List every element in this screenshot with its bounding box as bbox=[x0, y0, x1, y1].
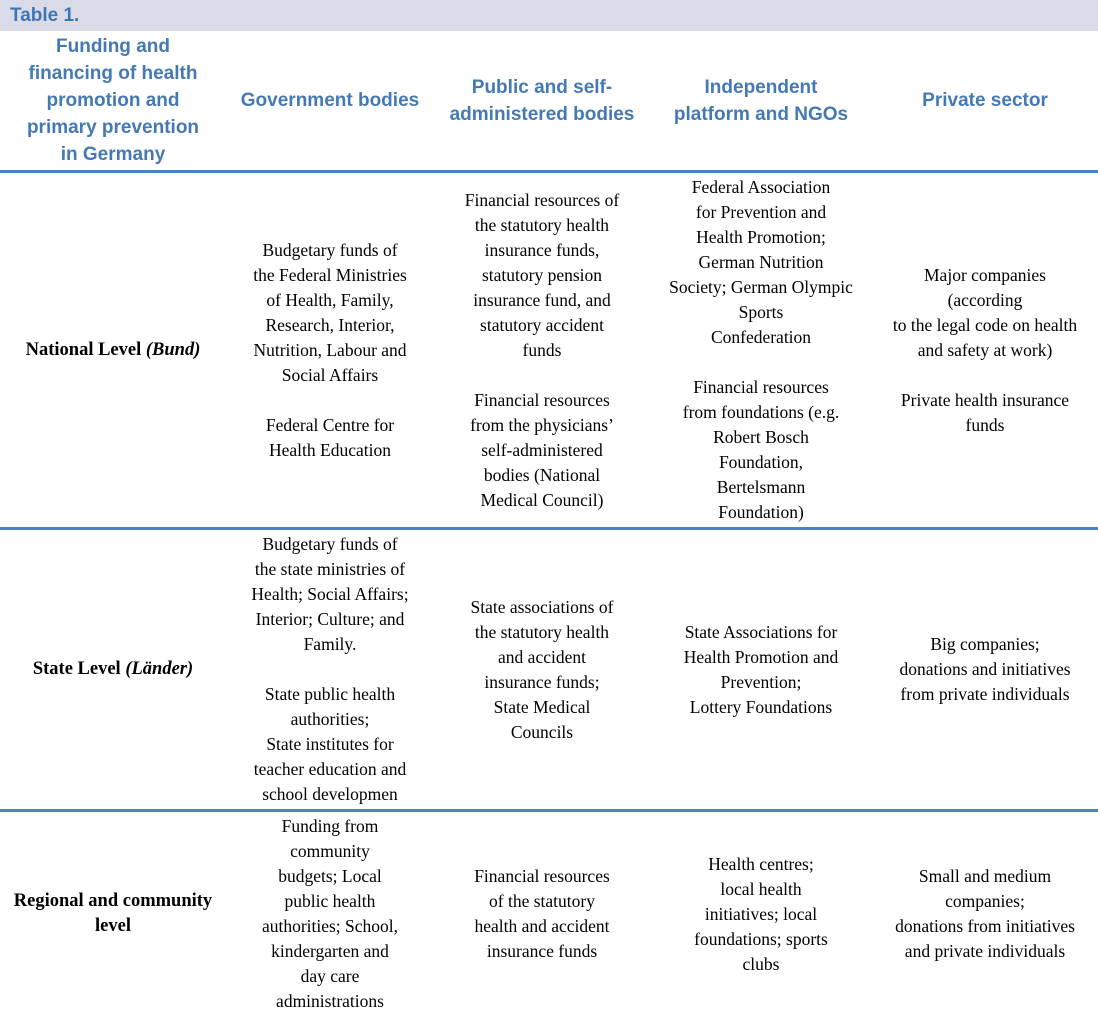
cell-national-government: Budgetary funds of the Federal Ministrie… bbox=[253, 239, 407, 460]
cell-regional-government: Funding from community budgets; Local pu… bbox=[261, 816, 399, 1011]
cell-state-public-self-admin: State associations of the statutory heal… bbox=[470, 596, 614, 742]
column-header-government-bodies: Government bodies bbox=[240, 90, 420, 111]
cell-state-independent-ngos: State Associations for Health Promotion … bbox=[683, 621, 839, 717]
cell-regional-independent-ngos: Health centres; local health initiatives… bbox=[694, 853, 828, 974]
cell-state-government: Budgetary funds of the state ministries … bbox=[251, 534, 409, 804]
table-row-state-level: State Level (Länder) Budgetary funds of … bbox=[0, 529, 1098, 811]
table-row-national-level: National Level (Bund) Budgetary funds of… bbox=[0, 172, 1098, 529]
column-header-row-title: Funding and financing of health promotio… bbox=[26, 36, 200, 165]
column-header-public-self-administered: Public and self- administered bodies bbox=[449, 76, 635, 125]
column-header-private-sector: Private sector bbox=[922, 90, 1048, 111]
column-header-independent-ngos: Independent platform and NGOs bbox=[673, 76, 849, 125]
table-header-row: Funding and financing of health promotio… bbox=[0, 31, 1098, 172]
row-label-italic-suffix: (Bund) bbox=[145, 339, 201, 360]
cell-regional-public-self-admin: Financial resources of the statutory hea… bbox=[474, 866, 610, 961]
row-label-regional-community: Regional and community level bbox=[0, 811, 226, 1014]
cell-state-private-sector: Big companies; donations and initiatives… bbox=[899, 634, 1071, 704]
table-row-regional-community-level: Regional and community level Funding fro… bbox=[0, 811, 1098, 1014]
cell-national-independent-ngos: Federal Association for Prevention and H… bbox=[669, 177, 853, 522]
row-label-text: National Level bbox=[25, 339, 142, 360]
cell-regional-private-sector: Small and medium companies; donations fr… bbox=[895, 866, 1075, 961]
row-label-text: State Level bbox=[32, 659, 121, 679]
table-caption-bar: Table 1. bbox=[0, 0, 1098, 31]
row-label-state-level: State Level (Länder) bbox=[0, 529, 226, 811]
cell-national-public-self-admin: Financial resources of the statutory hea… bbox=[464, 189, 620, 510]
funding-table: Funding and financing of health promotio… bbox=[0, 31, 1098, 1014]
row-label-text: Regional and community level bbox=[13, 891, 213, 936]
row-label-national-level: National Level (Bund) bbox=[0, 172, 226, 529]
row-label-italic-suffix: (Länder) bbox=[125, 659, 194, 679]
table-caption: Table 1. bbox=[10, 4, 80, 26]
cell-national-private-sector: Major companies (according to the legal … bbox=[892, 264, 1078, 435]
